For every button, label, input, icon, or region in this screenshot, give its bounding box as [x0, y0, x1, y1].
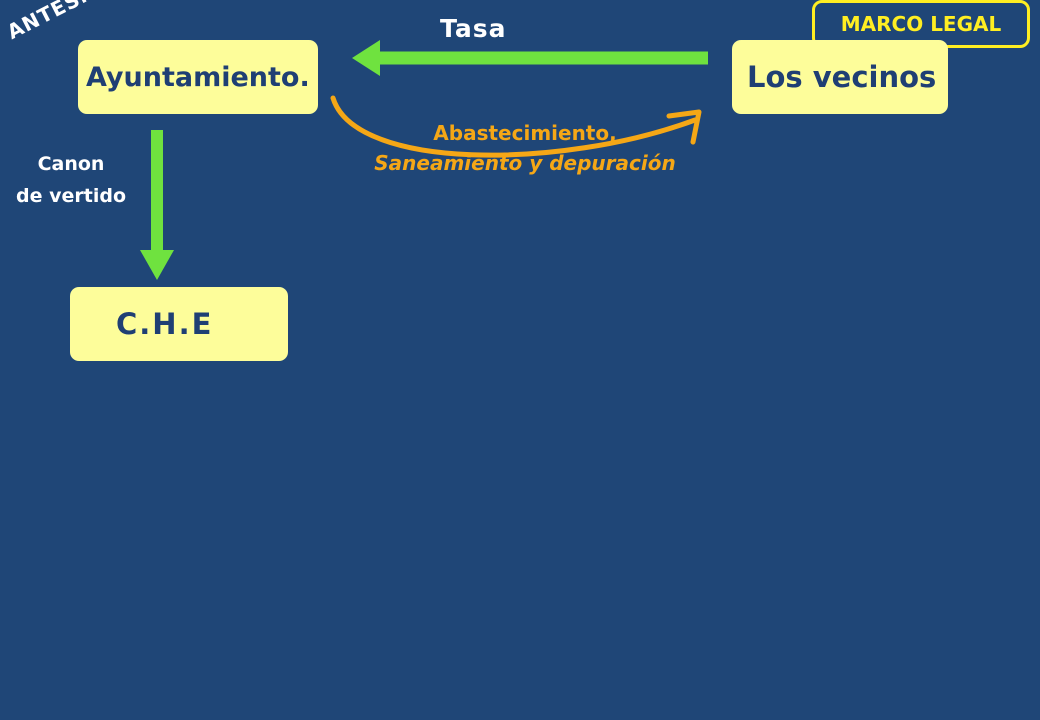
abastecimiento-label: Abastecimiento, Saneamiento y depuración: [340, 118, 710, 178]
vecinos-box: Los vecinos: [732, 40, 948, 114]
che-label: C.H.E: [116, 307, 214, 341]
canon-de-vertido-label: Canon de vertido: [0, 148, 142, 212]
tasa-arrow: [352, 40, 708, 76]
canon-arrow: [140, 130, 174, 280]
ayuntamiento-label: Ayuntamiento.: [86, 61, 310, 93]
abastecimiento-arrow: [330, 95, 702, 158]
vecinos-label: Los vecinos: [747, 60, 937, 94]
tasa-label: Tasa: [440, 14, 507, 43]
abastecimiento-line-2: Saneamiento y depuración: [374, 151, 676, 175]
abastecimiento-line-1: Abastecimiento,: [433, 121, 617, 145]
che-box: C.H.E: [70, 287, 288, 361]
canon-line-2: de vertido: [16, 185, 126, 207]
canon-line-1: Canon: [37, 153, 105, 175]
ayuntamiento-box: Ayuntamiento.: [78, 40, 318, 114]
